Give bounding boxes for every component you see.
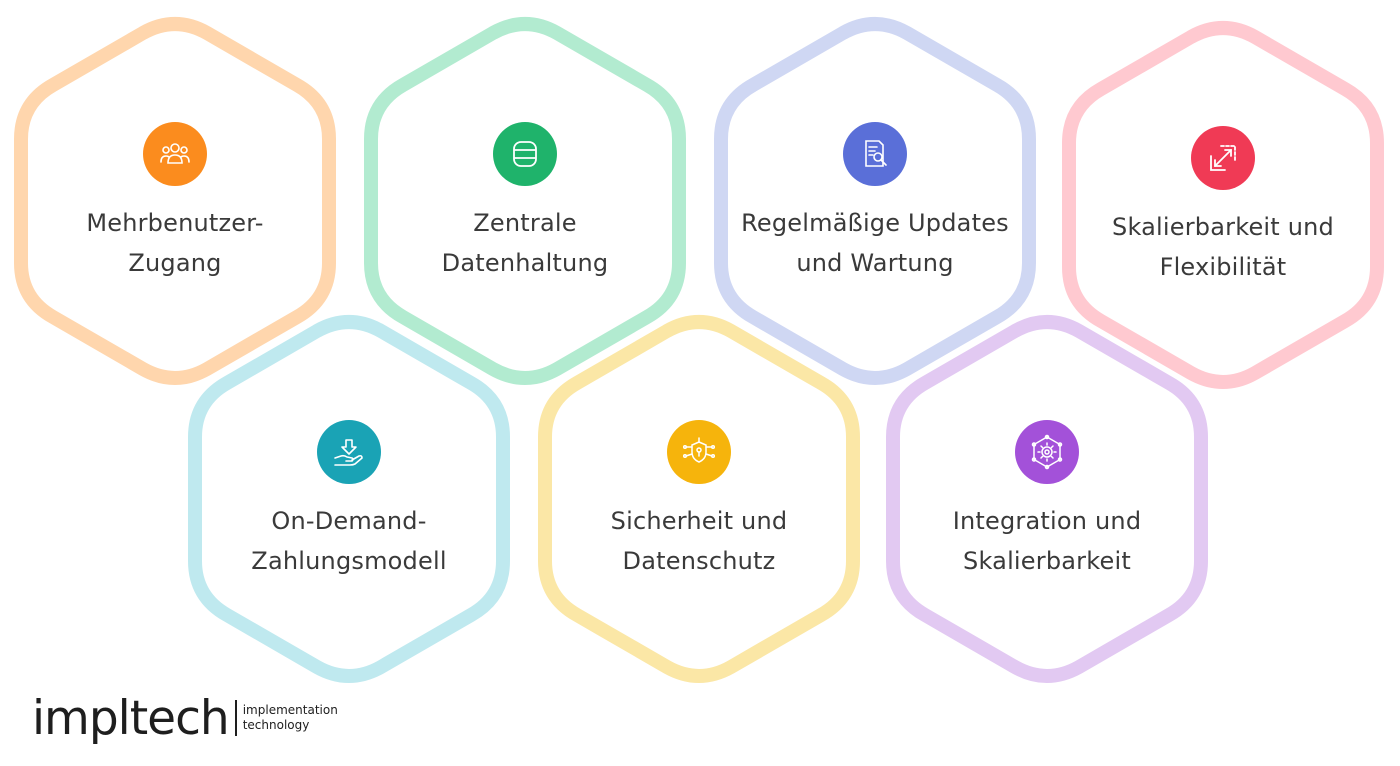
feature-title-line2: Zugang — [128, 249, 222, 277]
feature-title-line1: Regelmäßige Updates — [741, 209, 1009, 237]
feature-card-updates: Regelmäßige Updates und Wartung — [713, 17, 1037, 385]
feature-title-line1: Zentrale — [473, 209, 577, 237]
feature-title: Integration und Skalierbarkeit — [897, 501, 1197, 581]
feature-title-line2: Datenschutz — [622, 547, 776, 575]
logo-tagline-line2: technology — [242, 718, 310, 732]
feature-card-on-demand: On-Demand- Zahlungsmodell — [187, 315, 511, 683]
feature-title-line2: Datenhaltung — [441, 249, 609, 277]
resize-icon — [1191, 126, 1255, 190]
hexagon-frame — [364, 17, 686, 385]
feature-title-line1: Mehrbenutzer- — [86, 209, 264, 237]
brand-logo: impltech implementation technology — [32, 688, 338, 748]
feature-title: Skalierbarkeit und Flexibilität — [1073, 207, 1373, 287]
feature-card-multi-user: Mehrbenutzer- Zugang — [13, 17, 337, 385]
feature-title: Sicherheit und Datenschutz — [549, 501, 849, 581]
logo-divider — [234, 700, 237, 736]
network-gear-icon — [1015, 420, 1079, 484]
hexagon-frame — [188, 315, 510, 683]
feature-title-line1: Sicherheit und — [610, 507, 788, 535]
logo-wordmark: impltech — [32, 690, 230, 746]
document-search-icon — [843, 122, 907, 186]
feature-card-integration: Integration und Skalierbarkeit — [885, 315, 1209, 683]
feature-title: Regelmäßige Updates und Wartung — [725, 203, 1025, 283]
hexagon-frame — [714, 17, 1036, 385]
logo-tagline: implementation technology — [243, 703, 338, 733]
feature-title-line1: Skalierbarkeit und — [1112, 213, 1334, 241]
feature-title-line2: Flexibilität — [1159, 253, 1287, 281]
hexagon-frame — [14, 17, 336, 385]
hexagon-frame — [1062, 21, 1384, 389]
feature-title-line2: Skalierbarkeit — [963, 547, 1131, 575]
hexagon-frame — [538, 315, 860, 683]
logo-tagline-line1: implementation — [242, 703, 338, 717]
feature-title: Zentrale Datenhaltung — [375, 203, 675, 283]
hexagon-frame — [886, 315, 1208, 683]
hand-download-icon — [317, 420, 381, 484]
feature-title-line1: Integration und — [952, 507, 1142, 535]
feature-card-scalability-flexibility: Skalierbarkeit und Flexibilität — [1061, 21, 1385, 389]
feature-title-line1: On-Demand- — [271, 507, 427, 535]
feature-title: Mehrbenutzer- Zugang — [25, 203, 325, 283]
database-icon — [493, 122, 557, 186]
feature-title: On-Demand- Zahlungsmodell — [199, 501, 499, 581]
feature-title-line2: Zahlungsmodell — [251, 547, 447, 575]
shield-network-icon — [667, 420, 731, 484]
users-icon — [143, 122, 207, 186]
feature-card-security: Sicherheit und Datenschutz — [537, 315, 861, 683]
feature-title-line2: und Wartung — [796, 249, 954, 277]
feature-card-central-data: Zentrale Datenhaltung — [363, 17, 687, 385]
